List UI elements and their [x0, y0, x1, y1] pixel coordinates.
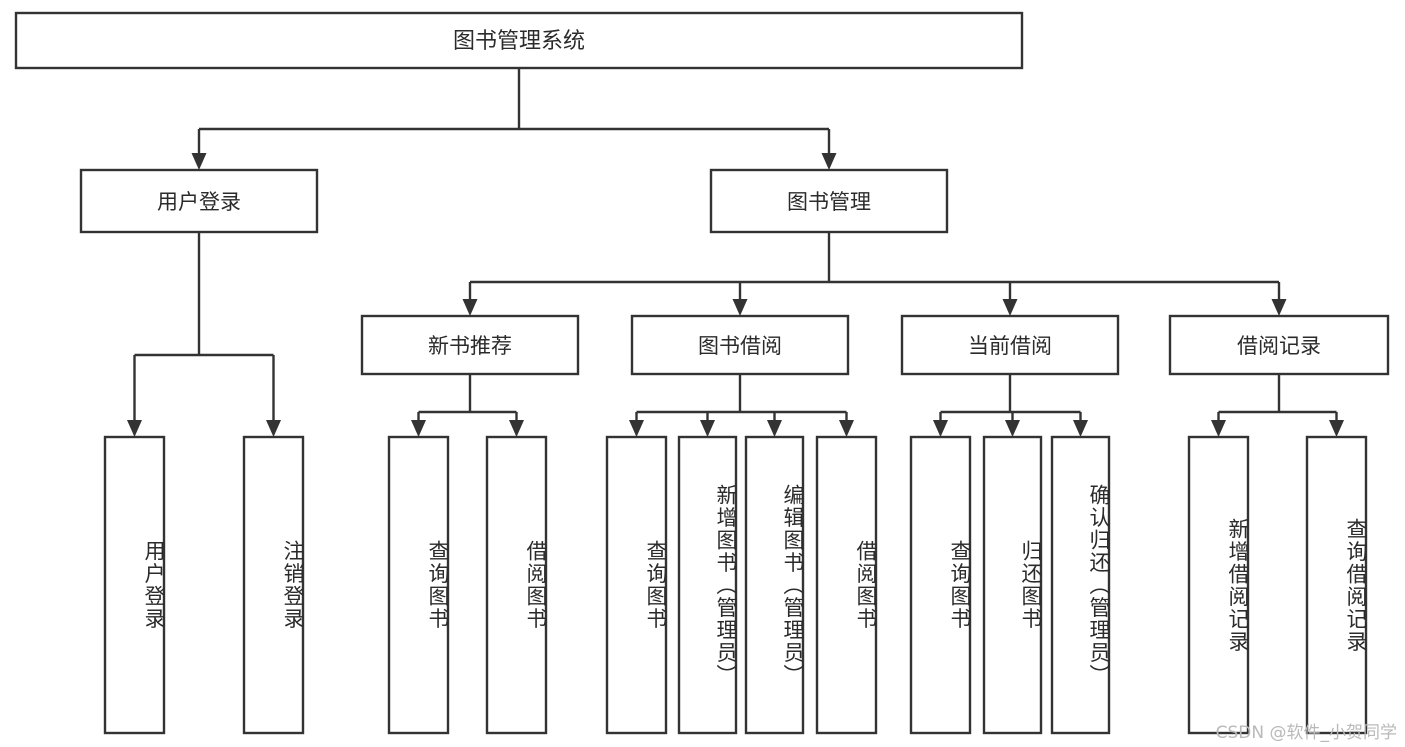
arrow-head-leaf-confirm-return: [1073, 420, 1088, 437]
node-leaf-return-book-rect: [982, 435, 1043, 735]
node-book-borrow[interactable]: 图书借阅: [630, 314, 850, 376]
node-leaf-borrow-book-2-rect: [815, 435, 878, 735]
node-leaf-borrow-book-1[interactable]: [485, 435, 548, 735]
node-new-book-recommend[interactable]: 新书推荐: [360, 314, 580, 376]
node-leaf-borrow-book-1-rect: [485, 435, 548, 735]
node-leaf-edit-book[interactable]: [744, 435, 805, 735]
node-leaf-user-login[interactable]: [103, 435, 166, 735]
node-book-management[interactable]: 图书管理: [709, 168, 949, 234]
node-leaf-add-record[interactable]: [1187, 435, 1250, 735]
node-root[interactable]: 图书管理系统: [14, 11, 1024, 70]
node-current-borrow[interactable]: 当前借阅: [900, 314, 1120, 376]
connector-layer: [127, 68, 1344, 437]
node-leaf-query-record[interactable]: [1305, 435, 1368, 735]
node-leaf-query-book-2-rect: [605, 435, 668, 735]
node-leaf-add-book-rect: [677, 435, 738, 735]
arrow-head-new-book-recommend: [462, 299, 478, 316]
arrow-head-leaf-user-login: [127, 420, 142, 437]
node-leaf-query-book-1-rect: [387, 435, 450, 735]
node-user-login-label: 用户登录: [157, 190, 241, 214]
arrow-head-leaf-return-book: [1005, 420, 1020, 437]
node-leaf-query-book-1[interactable]: [387, 435, 450, 735]
node-leaf-add-record-rect: [1187, 435, 1250, 735]
node-new-book-recommend-rect: [360, 314, 580, 376]
node-book-management-label: 图书管理: [787, 190, 871, 214]
arrow-head-leaf-borrow-book-1: [509, 420, 524, 437]
arrow-head-current-borrow: [1002, 299, 1018, 316]
arrow-head-leaf-add-record: [1211, 420, 1226, 437]
arrow-head-leaf-borrow-book-2: [839, 420, 854, 437]
node-borrow-record-rect: [1168, 314, 1390, 376]
arrow-head-user-login: [191, 153, 207, 170]
watermark: CSDN @软件_小贺同学: [1215, 723, 1397, 743]
node-leaf-user-logout[interactable]: [242, 435, 305, 735]
arrow-head-leaf-edit-book: [767, 420, 782, 437]
arrow-head-book-management: [821, 153, 837, 170]
node-leaf-add-book[interactable]: [677, 435, 738, 735]
arrow-head-leaf-user-logout: [266, 420, 281, 437]
node-book-borrow-rect: [630, 314, 850, 376]
arrow-head-leaf-add-book: [700, 420, 715, 437]
node-leaf-query-book-3[interactable]: [909, 435, 972, 735]
node-user-login[interactable]: 用户登录: [79, 168, 319, 234]
node-root-label: 图书管理系统: [453, 29, 585, 54]
node-borrow-record[interactable]: 借阅记录: [1168, 314, 1390, 376]
node-root-rect: [14, 11, 1024, 70]
node-leaf-query-record-rect: [1305, 435, 1368, 735]
arrow-head-leaf-query-book-3: [933, 420, 948, 437]
node-borrow-record-label: 借阅记录: [1237, 334, 1321, 358]
node-leaf-borrow-book-2[interactable]: [815, 435, 878, 735]
node-leaf-user-login-rect: [103, 435, 166, 735]
arrow-head-leaf-query-record: [1329, 420, 1344, 437]
arrow-head-leaf-query-book-1: [411, 420, 426, 437]
node-leaf-confirm-return[interactable]: [1050, 435, 1111, 735]
node-new-book-recommend-label: 新书推荐: [428, 334, 512, 358]
node-leaf-user-logout-rect: [242, 435, 305, 735]
node-book-borrow-label: 图书借阅: [698, 334, 782, 358]
arrow-head-borrow-record: [1271, 299, 1287, 316]
node-book-management-rect: [709, 168, 949, 234]
node-current-borrow-rect: [900, 314, 1120, 376]
node-user-login-rect: [79, 168, 319, 234]
node-leaf-confirm-return-rect: [1050, 435, 1111, 735]
node-leaf-return-book[interactable]: [982, 435, 1043, 735]
node-leaf-edit-book-rect: [744, 435, 805, 735]
node-leaf-query-book-3-rect: [909, 435, 972, 735]
node-leaf-query-book-2[interactable]: [605, 435, 668, 735]
node-current-borrow-label: 当前借阅: [968, 334, 1052, 358]
arrow-head-book-borrow: [732, 299, 748, 316]
arrow-head-leaf-query-book-2: [629, 420, 644, 437]
